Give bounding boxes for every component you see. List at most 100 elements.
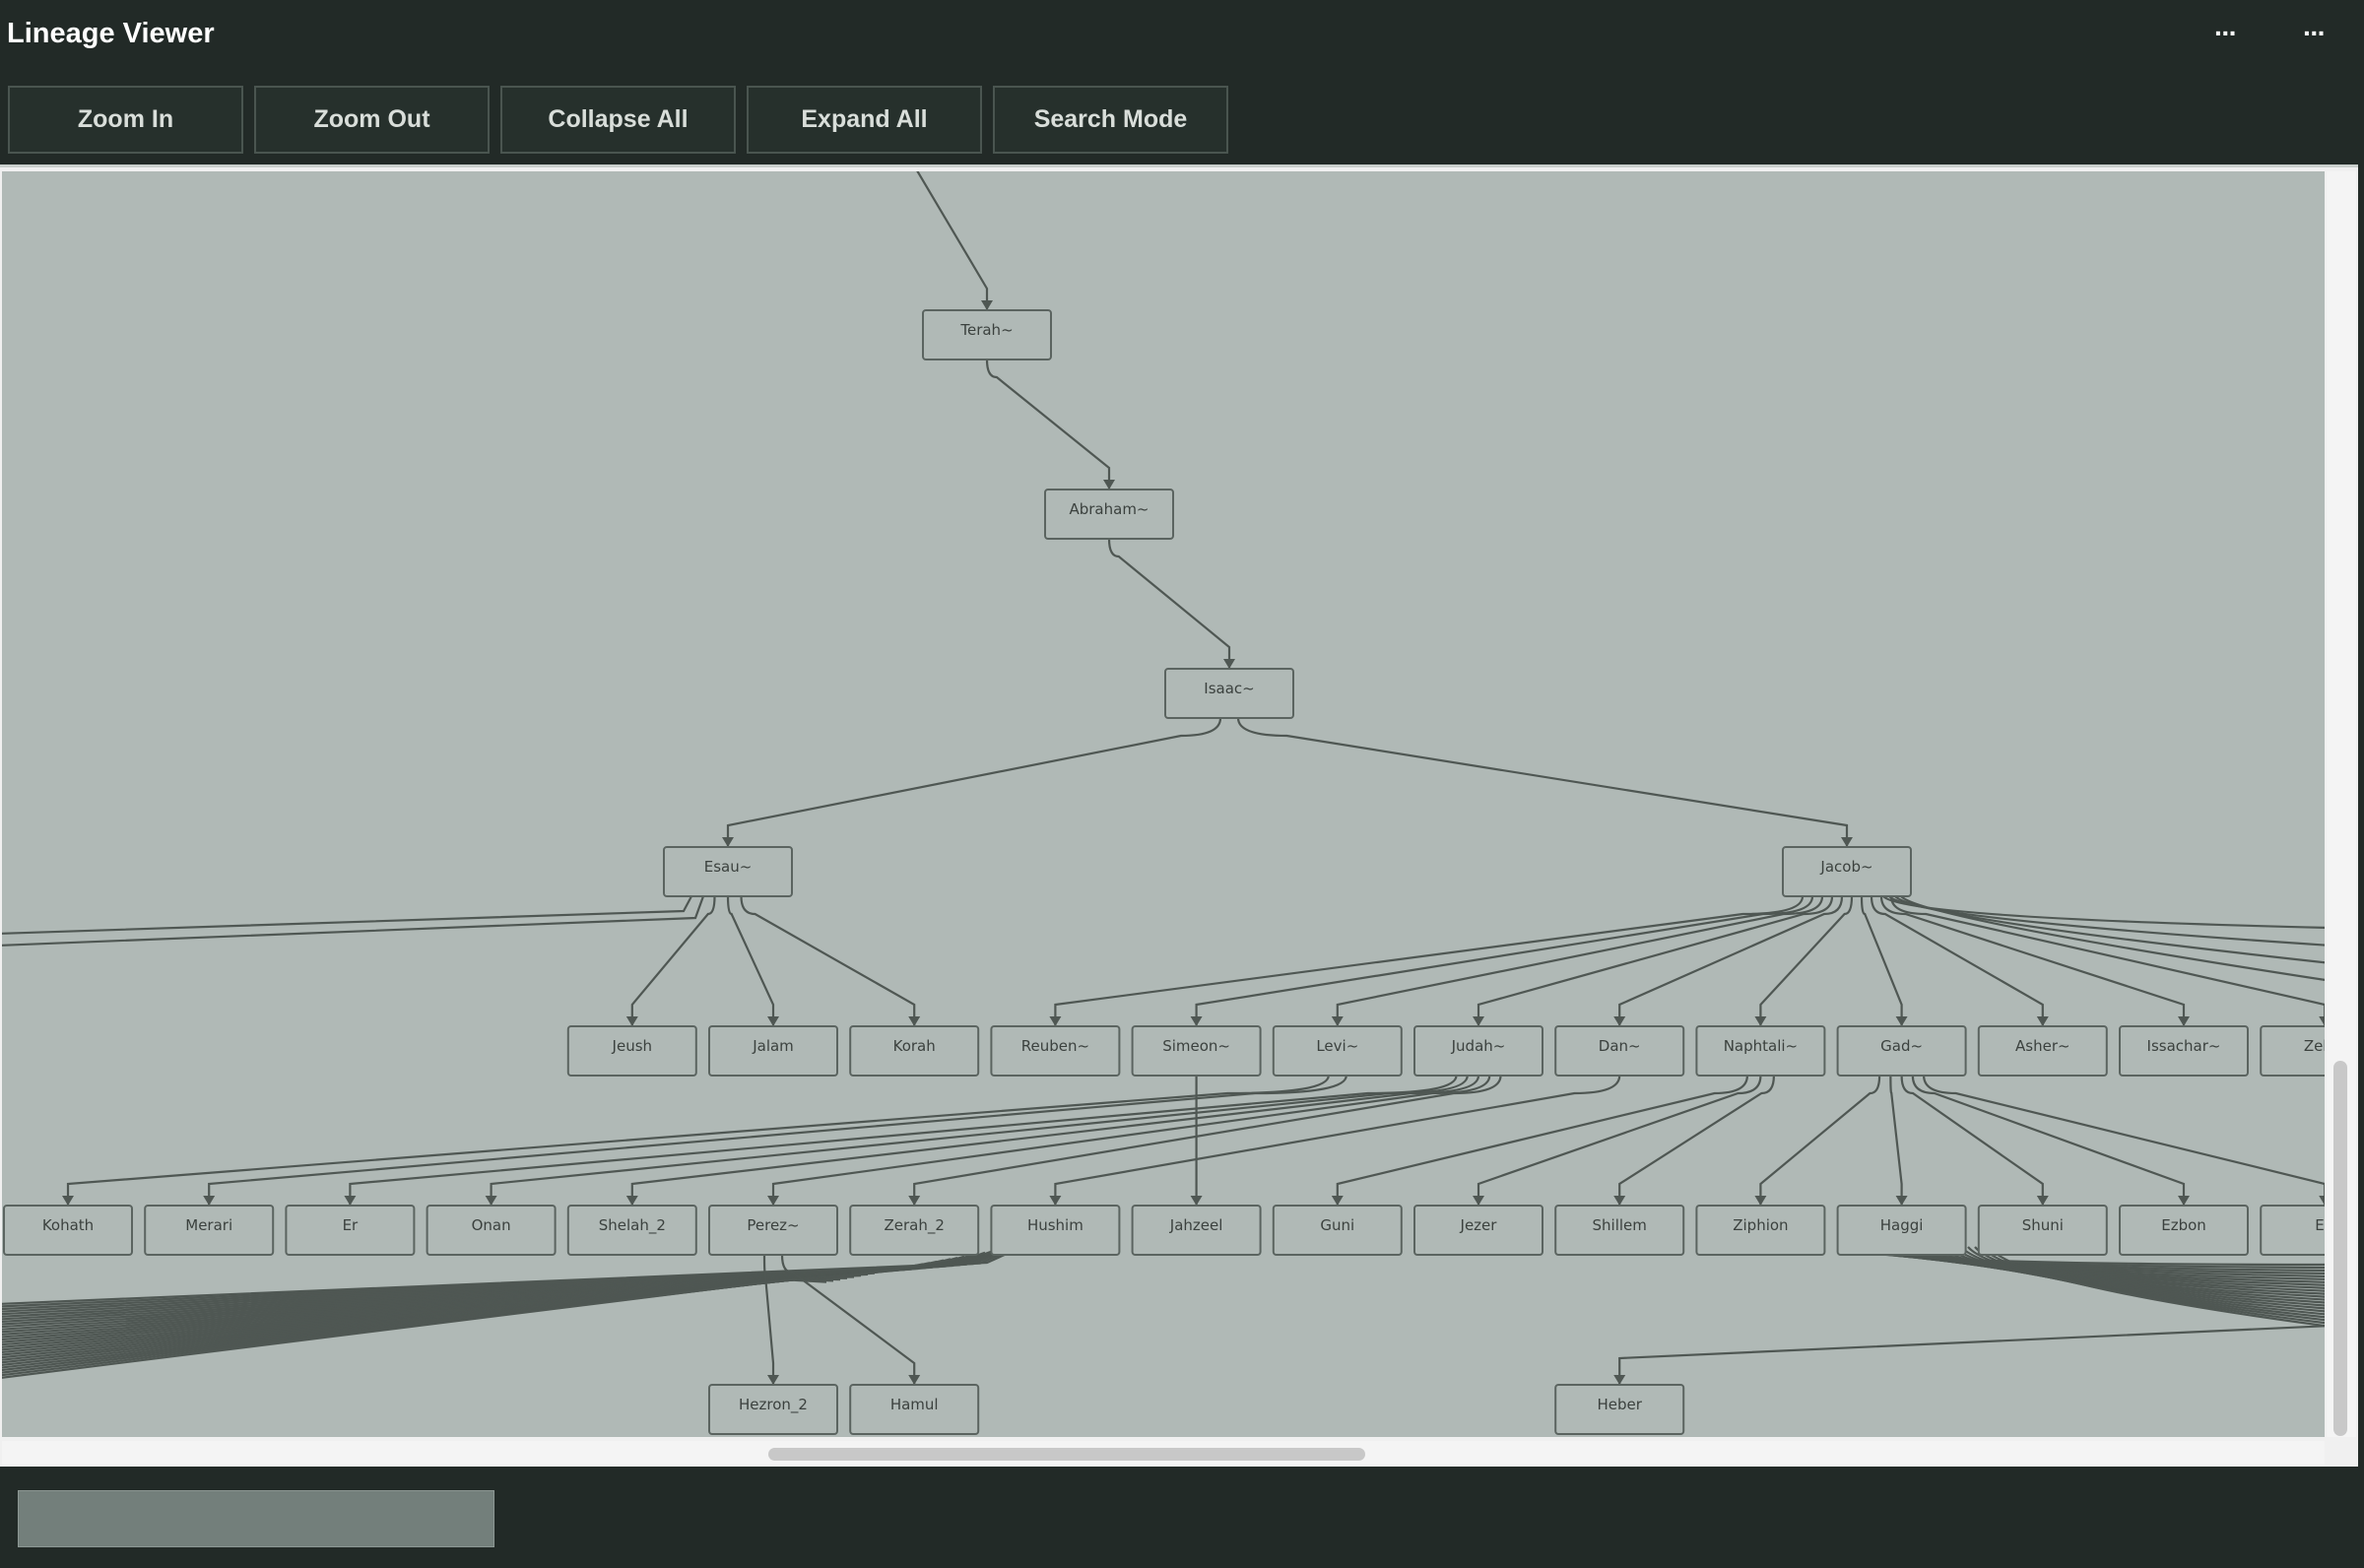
tree-node-box[interactable]	[566, 1025, 697, 1077]
collapse-all-button[interactable]: Collapse All	[500, 86, 736, 154]
tree-node-box[interactable]	[849, 1384, 980, 1435]
tree-node-box[interactable]	[2260, 1205, 2325, 1256]
tree-node-label: Levi~	[1316, 1037, 1358, 1055]
tree-node-box[interactable]	[1782, 846, 1912, 897]
tree-node-zerah2[interactable]: Zerah_2	[849, 1205, 980, 1256]
tree-node-esau[interactable]: Esau~	[663, 846, 793, 897]
tree-node-box[interactable]	[1554, 1205, 1685, 1256]
tree-node-korah[interactable]: Korah	[849, 1025, 980, 1077]
tree-node-box[interactable]	[1554, 1025, 1685, 1077]
tree-node-jeush[interactable]: Jeush	[566, 1025, 697, 1077]
tree-node-jezer[interactable]: Jezer	[1413, 1205, 1543, 1256]
tree-node-box[interactable]	[1272, 1205, 1403, 1256]
tree-node-simeon[interactable]: Simeon~	[1131, 1025, 1262, 1077]
more-options-icon[interactable]: ···	[2303, 18, 2327, 48]
tree-viewport[interactable]: Terah~ Abraham~ Isaac~ Esau~ Jacob~ Jeush Jala…	[2, 171, 2325, 1437]
edge-arrowhead	[485, 1196, 497, 1206]
tree-node-box[interactable]	[1272, 1025, 1403, 1077]
tree-node-shelah2[interactable]: Shelah_2	[566, 1205, 697, 1256]
edge-arrowhead	[1895, 1196, 1908, 1206]
tree-node-label: Jeush	[612, 1037, 652, 1055]
tree-node-box[interactable]	[849, 1025, 980, 1077]
tree-node-box[interactable]	[663, 846, 793, 897]
tree-node-box[interactable]	[708, 1025, 838, 1077]
tree-node-box[interactable]	[426, 1205, 557, 1256]
edge-jacob-reuben	[1054, 895, 1805, 1026]
tree-node-box[interactable]	[1554, 1384, 1685, 1435]
tree-node-haggi[interactable]: Haggi	[1836, 1205, 1967, 1256]
tree-node-judah[interactable]: Judah~	[1413, 1025, 1543, 1077]
tree-node-issachar[interactable]: Issachar~	[2119, 1025, 2249, 1077]
edge-jacob-gad	[1860, 895, 1903, 1026]
tree-node-isaac[interactable]: Isaac~	[1164, 668, 1294, 719]
tree-node-box[interactable]	[990, 1025, 1121, 1077]
tree-node-perez[interactable]: Perez~	[708, 1205, 838, 1256]
tree-node-naphtali[interactable]: Naphtali~	[1695, 1025, 1826, 1077]
horizontal-scroll-thumb[interactable]	[768, 1448, 1365, 1461]
tree-node-box[interactable]	[1695, 1025, 1826, 1077]
tree-node-kohath[interactable]: Kohath	[3, 1205, 133, 1256]
edge-arrowhead	[1473, 1016, 1484, 1026]
tree-node-merari[interactable]: Merari	[144, 1205, 275, 1256]
search-mode-button[interactable]: Search Mode	[993, 86, 1228, 154]
tree-node-zebulun[interactable]: Zebul	[2260, 1025, 2325, 1077]
vertical-scrollbar[interactable]	[2327, 171, 2356, 1437]
zoom-in-button[interactable]: Zoom In	[8, 86, 243, 154]
tree-node-reuben[interactable]: Reuben~	[990, 1025, 1121, 1077]
tree-node-box[interactable]	[1164, 668, 1294, 719]
tree-node-hezron2[interactable]: Hezron_2	[708, 1384, 838, 1435]
tree-node-eri[interactable]: Eri	[2260, 1205, 2325, 1256]
tree-node-guni[interactable]: Guni	[1272, 1205, 1403, 1256]
tree-node-ziphion[interactable]: Ziphion	[1695, 1205, 1826, 1256]
zoom-out-button[interactable]: Zoom Out	[254, 86, 490, 154]
tree-node-shuni[interactable]: Shuni	[1977, 1205, 2108, 1256]
tree-node-abraham[interactable]: Abraham~	[1044, 489, 1174, 540]
tree-node-box[interactable]	[708, 1384, 838, 1435]
tree-node-box[interactable]	[1836, 1205, 1967, 1256]
tree-node-gad[interactable]: Gad~	[1836, 1025, 1967, 1077]
tree-node-box[interactable]	[1044, 489, 1174, 540]
tree-node-box[interactable]	[2260, 1025, 2325, 1077]
tree-node-box[interactable]	[285, 1205, 416, 1256]
edge-naphtali-jezer	[1477, 1075, 1762, 1206]
edge-arrowhead	[2319, 1196, 2325, 1206]
tree-node-jahzeel[interactable]: Jahzeel	[1131, 1205, 1262, 1256]
tree-node-box[interactable]	[1413, 1025, 1543, 1077]
edge-jacob-issachar	[1879, 895, 2186, 1026]
tree-node-box[interactable]	[922, 309, 1052, 360]
tree-node-onan[interactable]: Onan	[426, 1205, 557, 1256]
overflow-menu-icon[interactable]: ···	[2214, 18, 2238, 48]
tree-node-box[interactable]	[990, 1205, 1121, 1256]
tree-node-box[interactable]	[1131, 1025, 1262, 1077]
lineage-tree[interactable]: Terah~ Abraham~ Isaac~ Esau~ Jacob~ Jeush Jala…	[2, 171, 2325, 1437]
tree-node-shillem[interactable]: Shillem	[1554, 1205, 1685, 1256]
tree-node-ezbon[interactable]: Ezbon	[2119, 1205, 2249, 1256]
tree-node-box[interactable]	[708, 1205, 838, 1256]
tree-node-box[interactable]	[2119, 1025, 2249, 1077]
tree-node-terah[interactable]: Terah~	[922, 309, 1052, 360]
tree-node-box[interactable]	[1413, 1205, 1543, 1256]
tree-node-box[interactable]	[2119, 1205, 2249, 1256]
tree-node-heber[interactable]: Heber	[1554, 1384, 1685, 1435]
tree-node-box[interactable]	[566, 1205, 697, 1256]
tree-node-jacob[interactable]: Jacob~	[1782, 846, 1912, 897]
tree-node-box[interactable]	[1836, 1025, 1967, 1077]
tree-node-levi[interactable]: Levi~	[1272, 1025, 1403, 1077]
tree-node-hushim[interactable]: Hushim	[990, 1205, 1121, 1256]
edge-arrowhead	[1049, 1196, 1062, 1206]
vertical-scroll-thumb[interactable]	[2333, 1061, 2347, 1436]
tree-node-box[interactable]	[849, 1205, 980, 1256]
expand-all-button[interactable]: Expand All	[747, 86, 982, 154]
tree-node-box[interactable]	[1977, 1025, 2108, 1077]
tree-node-jalam[interactable]: Jalam	[708, 1025, 838, 1077]
tree-node-box[interactable]	[1695, 1205, 1826, 1256]
tree-node-box[interactable]	[1131, 1205, 1262, 1256]
tree-node-box[interactable]	[144, 1205, 275, 1256]
tree-node-box[interactable]	[3, 1205, 133, 1256]
tree-node-box[interactable]	[1977, 1205, 2108, 1256]
tree-node-er[interactable]: Er	[285, 1205, 416, 1256]
tree-node-asher[interactable]: Asher~	[1977, 1025, 2108, 1077]
tree-node-dan[interactable]: Dan~	[1554, 1025, 1685, 1077]
tree-node-hamul[interactable]: Hamul	[849, 1384, 980, 1435]
horizontal-scrollbar[interactable]	[2, 1441, 2325, 1465]
